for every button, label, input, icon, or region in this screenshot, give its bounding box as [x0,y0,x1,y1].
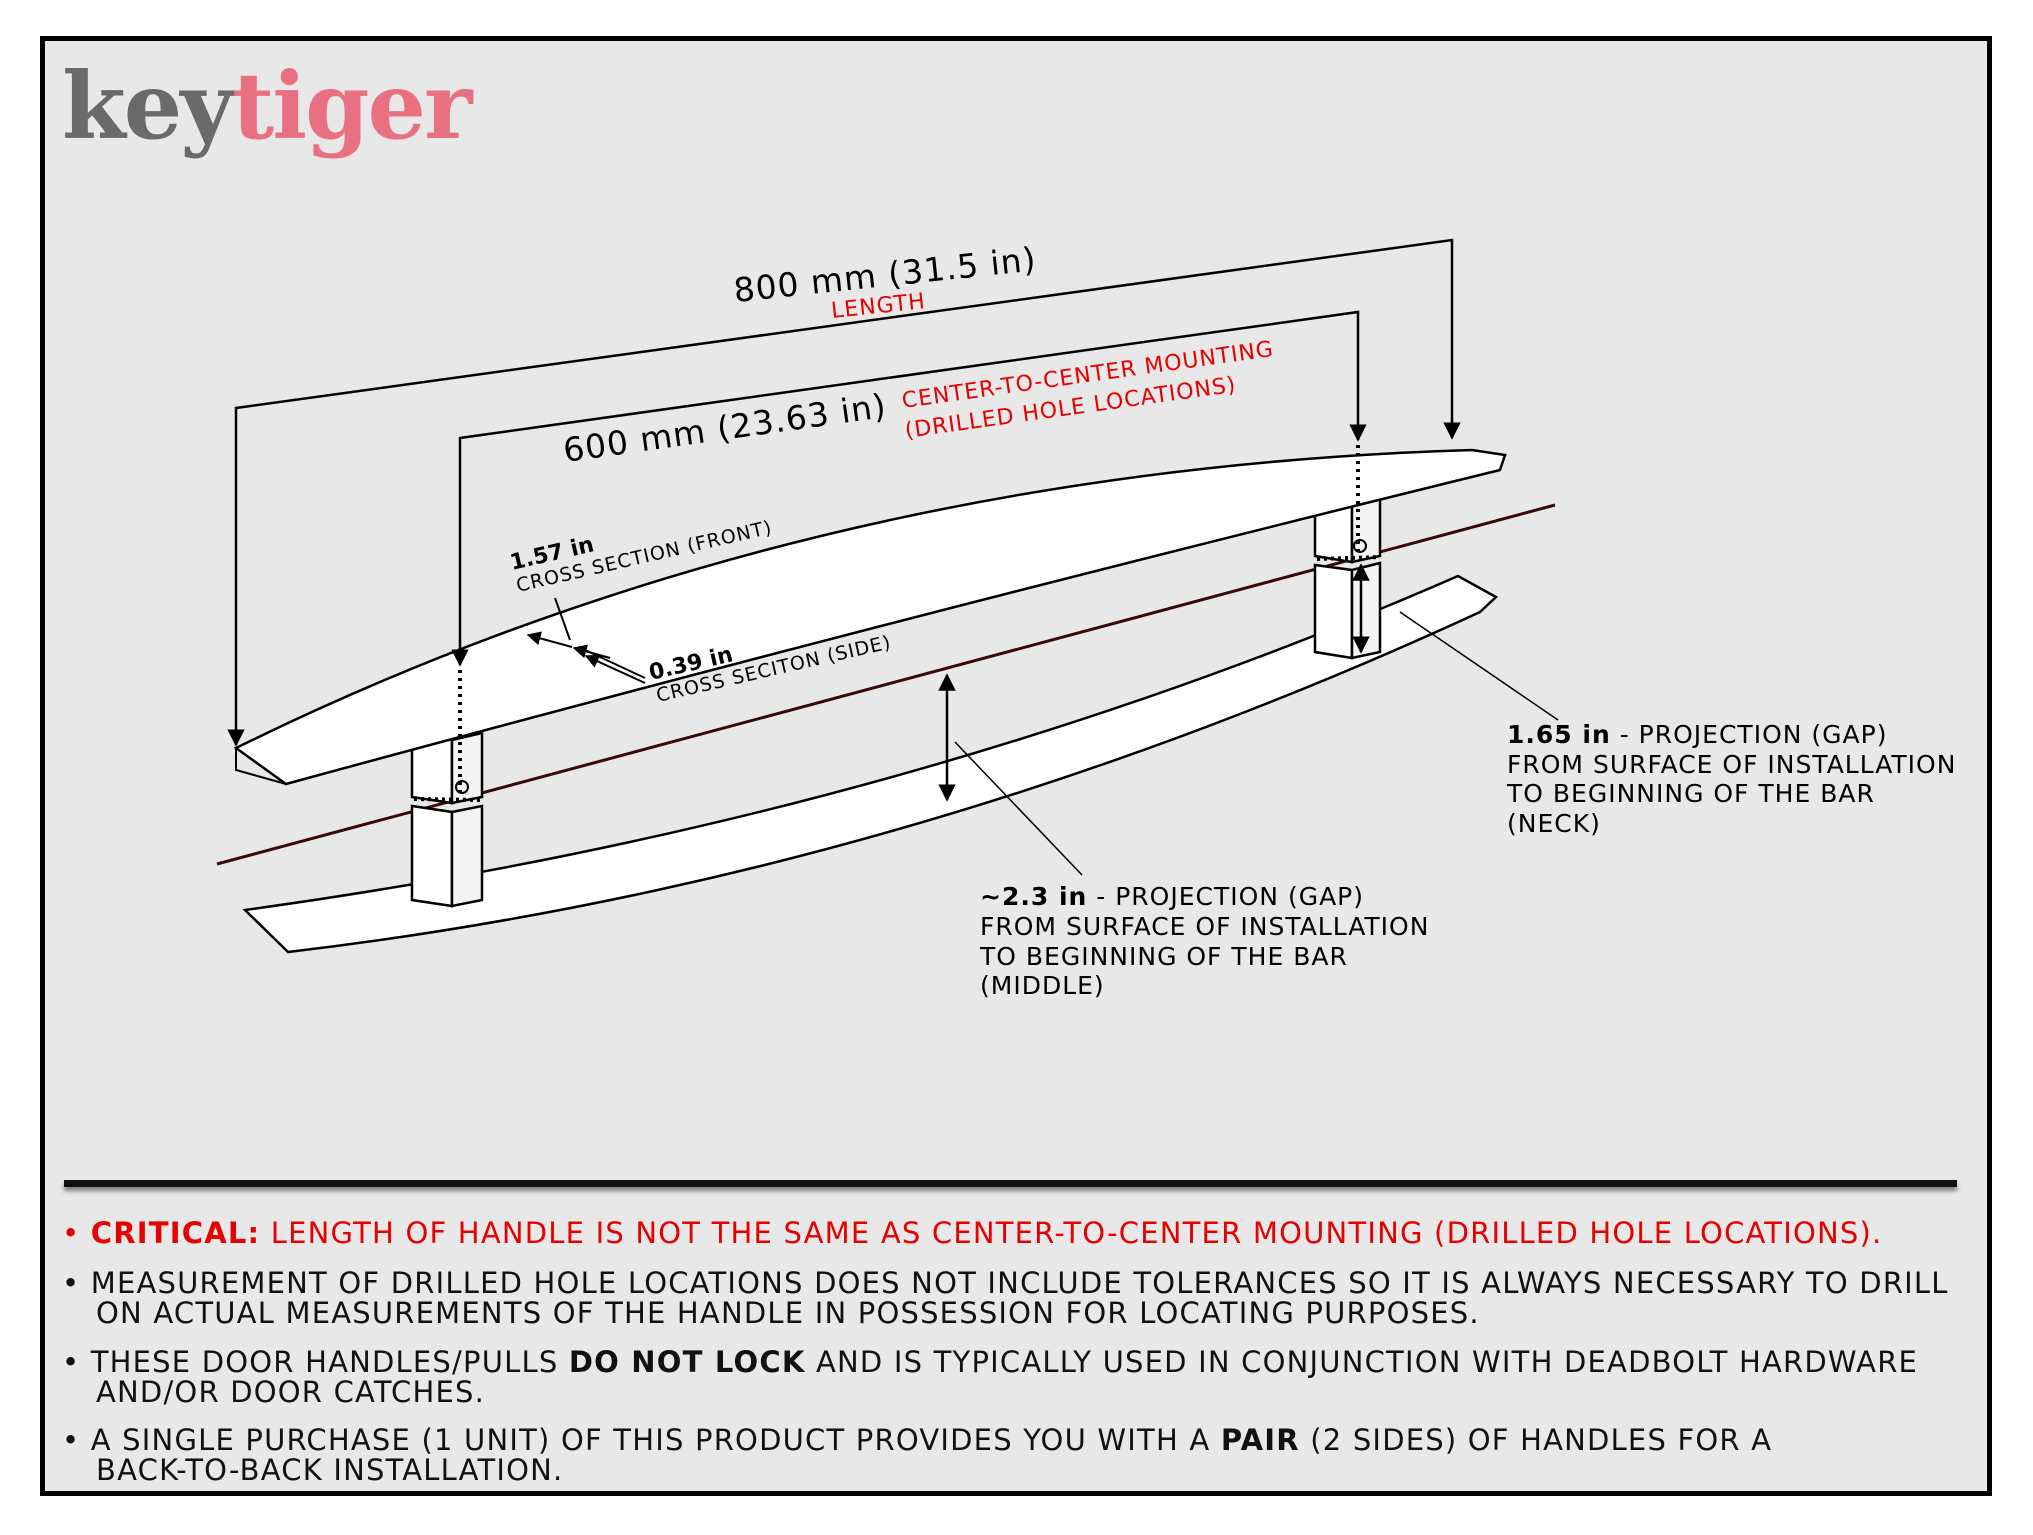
side-section-arrow-b [584,654,646,684]
logo-part-key: key [62,52,234,160]
neck-projection-leader [1399,611,1559,721]
middle-dash-text: - PROJECTION (GAP) [1087,882,1364,911]
section-divider [64,1180,1957,1187]
svg-text:~2.3 in - PROJECTION (GAP): ~2.3 in - PROJECTION (GAP) [980,882,1364,911]
critical-text: LENGTH OF HANDLE IS NOT THE SAME AS CENT… [260,1216,1883,1250]
note-bullet: • [62,1345,81,1379]
center-to-center-dimension-bracket [451,310,1367,667]
note-4-post: (2 SIDES) OF HANDLES FOR A [1299,1423,1773,1457]
svg-text:1.65 in - PROJECTION (GAP): 1.65 in - PROJECTION (GAP) [1507,720,1887,749]
note-3-bold: DO NOT LOCK [568,1345,806,1379]
left-post-lower [410,804,484,908]
note-2-line-1: MEASUREMENT OF DRILLED HOLE LOCATIONS DO… [80,1266,1949,1300]
neck-line-3: TO BEGINNING OF THE BAR [1506,779,1875,808]
note-4-bold: PAIR [1220,1423,1300,1457]
neck-line-4: (NECK) [1507,809,1601,838]
critical-label: CRITICAL: [90,1216,261,1250]
left-post-joint-dots [413,797,483,802]
front-section-arrow [526,631,573,648]
neck-value: 1.65 in [1507,720,1611,749]
middle-line-4: (MIDDLE) [980,971,1105,1000]
note-do-not-lock: • THESE DOOR HANDLES/PULLS DO NOT LOCK A… [62,1347,1918,1407]
middle-line-2: FROM SURFACE OF INSTALLATION [980,912,1429,941]
left-hole-marker [455,780,469,794]
neck-dash-text: - PROJECTION (GAP) [1611,720,1888,749]
note-critical: • CRITICAL: LENGTH OF HANDLE IS NOT THE … [62,1218,1882,1248]
note-2-line-2: ON ACTUAL MEASUREMENTS OF THE HANDLE IN … [96,1296,1480,1330]
middle-projection-leader [954,741,1083,876]
note-pair: • A SINGLE PURCHASE (1 UNIT) OF THIS PRO… [62,1425,1772,1485]
note-tolerances: • MEASUREMENT OF DRILLED HOLE LOCATIONS … [62,1268,1949,1328]
note-4-pre: A SINGLE PURCHASE (1 UNIT) OF THIS PRODU… [80,1423,1221,1457]
note-bullet: • [62,1266,81,1300]
keytiger-logo: keytiger [62,52,473,160]
note-3-pre: THESE DOOR HANDLES/PULLS [80,1345,569,1379]
side-section-arrow-a [584,649,646,679]
ctc-value-label: 600 mm (23.63 in) [561,386,889,470]
length-dimension-bracket [227,238,1461,747]
note-bullet: • [62,1216,81,1250]
note-3-line-2: AND/OR DOOR CATCHES. [96,1375,486,1409]
note-4-line-2: BACK-TO-BACK INSTALLATION. [96,1453,564,1487]
front-section-arrow-left [554,597,571,641]
logo-part-tiger: tiger [231,52,473,160]
middle-line-3: TO BEGINNING OF THE BAR [979,942,1348,971]
neck-projection-label: 1.65 in - PROJECTION (GAP) FROM SURFACE … [1506,720,1956,838]
middle-value: ~2.3 in [980,882,1087,911]
note-bullet: • [62,1423,81,1457]
neck-line-2: FROM SURFACE OF INSTALLATION [1507,750,1956,779]
right-post-lower [1313,561,1382,660]
note-3-post: AND IS TYPICALLY USED IN CONJUNCTION WIT… [805,1345,1919,1379]
middle-projection-label: ~2.3 in - PROJECTION (GAP) FROM SURFACE … [979,882,1429,1000]
